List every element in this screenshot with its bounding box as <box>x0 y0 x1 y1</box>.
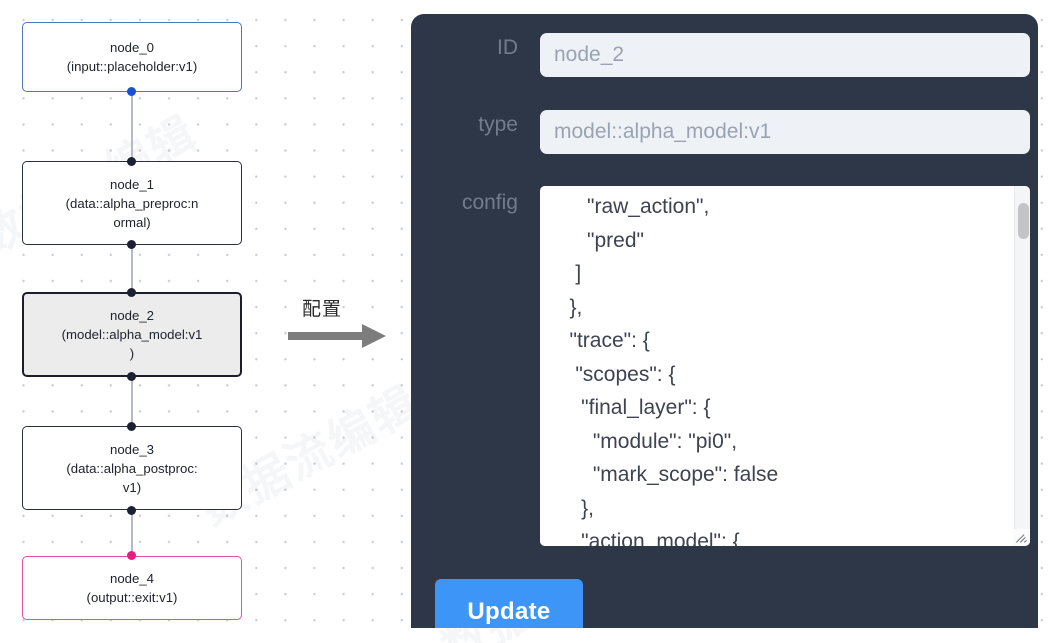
graph-node-node_3[interactable]: node_3 (data::alpha_postproc: v1) <box>22 426 242 510</box>
node-subtitle-cont: ) <box>129 346 135 361</box>
config-textarea-shell: "raw_action", "pred" ] }, "trace": { "sc… <box>540 186 1030 546</box>
node-handle-source-node_2[interactable] <box>127 372 136 381</box>
node-subtitle-cont: ormal) <box>113 214 151 230</box>
id-field-row: ID <box>435 33 1030 77</box>
arrow-right-icon <box>288 324 386 348</box>
node-subtitle: (model::alpha_model:v1 <box>61 327 203 342</box>
edge-node2-node3 <box>131 375 133 447</box>
id-input[interactable] <box>540 33 1030 77</box>
node-handle-source-node_1[interactable] <box>127 240 136 249</box>
node-subtitle: (input::placeholder:v1) <box>66 59 198 74</box>
node-handle-source-node_0[interactable] <box>127 87 136 96</box>
node-subtitle: (output::exit:v1) <box>86 590 178 605</box>
transition-annotation: 配置 <box>288 298 388 355</box>
node-title: node_0 <box>109 40 154 55</box>
type-field-row: type <box>435 110 1030 154</box>
type-input[interactable] <box>540 110 1030 154</box>
node-handle-target-node_1[interactable] <box>127 157 136 166</box>
graph-node-node_4[interactable]: node_4 (output::exit:v1) <box>22 556 242 620</box>
id-field-label: ID <box>497 36 518 59</box>
config-field-row: config "raw_action", "pred" ] }, "trace"… <box>435 186 1030 546</box>
edge-node1-node2 <box>131 243 133 318</box>
edge-node0-node1 <box>131 90 133 162</box>
node-handle-source-node_3[interactable] <box>127 506 136 515</box>
graph-node-node_1[interactable]: node_1 (data::alpha_preproc:n ormal) <box>22 161 242 245</box>
node-handle-target-node_4[interactable] <box>127 551 136 560</box>
node-subtitle-cont: v1) <box>122 479 142 495</box>
node-title: node_2 <box>109 308 154 323</box>
config-field-label: config <box>461 191 518 214</box>
textarea-resize-grip-icon[interactable] <box>1013 529 1030 546</box>
node-title: node_3 <box>109 441 154 457</box>
transition-caption: 配置 <box>302 299 343 320</box>
node-title: node_4 <box>109 571 154 586</box>
node-handle-target-node_3[interactable] <box>127 422 136 431</box>
config-scrollbar-thumb[interactable] <box>1018 203 1029 239</box>
node-handle-target-node_2[interactable] <box>127 288 136 297</box>
edge-node3-node4 <box>131 509 133 581</box>
config-scrollbar-track[interactable] <box>1014 186 1030 531</box>
config-textarea[interactable]: "raw_action", "pred" ] }, "trace": { "sc… <box>540 186 1014 546</box>
node-config-panel: ID type config "raw_action", "pred" ] },… <box>411 14 1038 628</box>
graph-node-node_0[interactable]: node_0 (input::placeholder:v1) <box>22 22 242 92</box>
node-title: node_1 <box>109 176 154 192</box>
update-button[interactable]: Update <box>435 579 583 628</box>
type-field-label: type <box>478 113 518 136</box>
node-subtitle: (data::alpha_postproc: <box>66 460 198 476</box>
node-subtitle: (data::alpha_preproc:n <box>65 195 199 211</box>
graph-node-node_2[interactable]: node_2 (model::alpha_model:v1 ) <box>22 292 242 377</box>
